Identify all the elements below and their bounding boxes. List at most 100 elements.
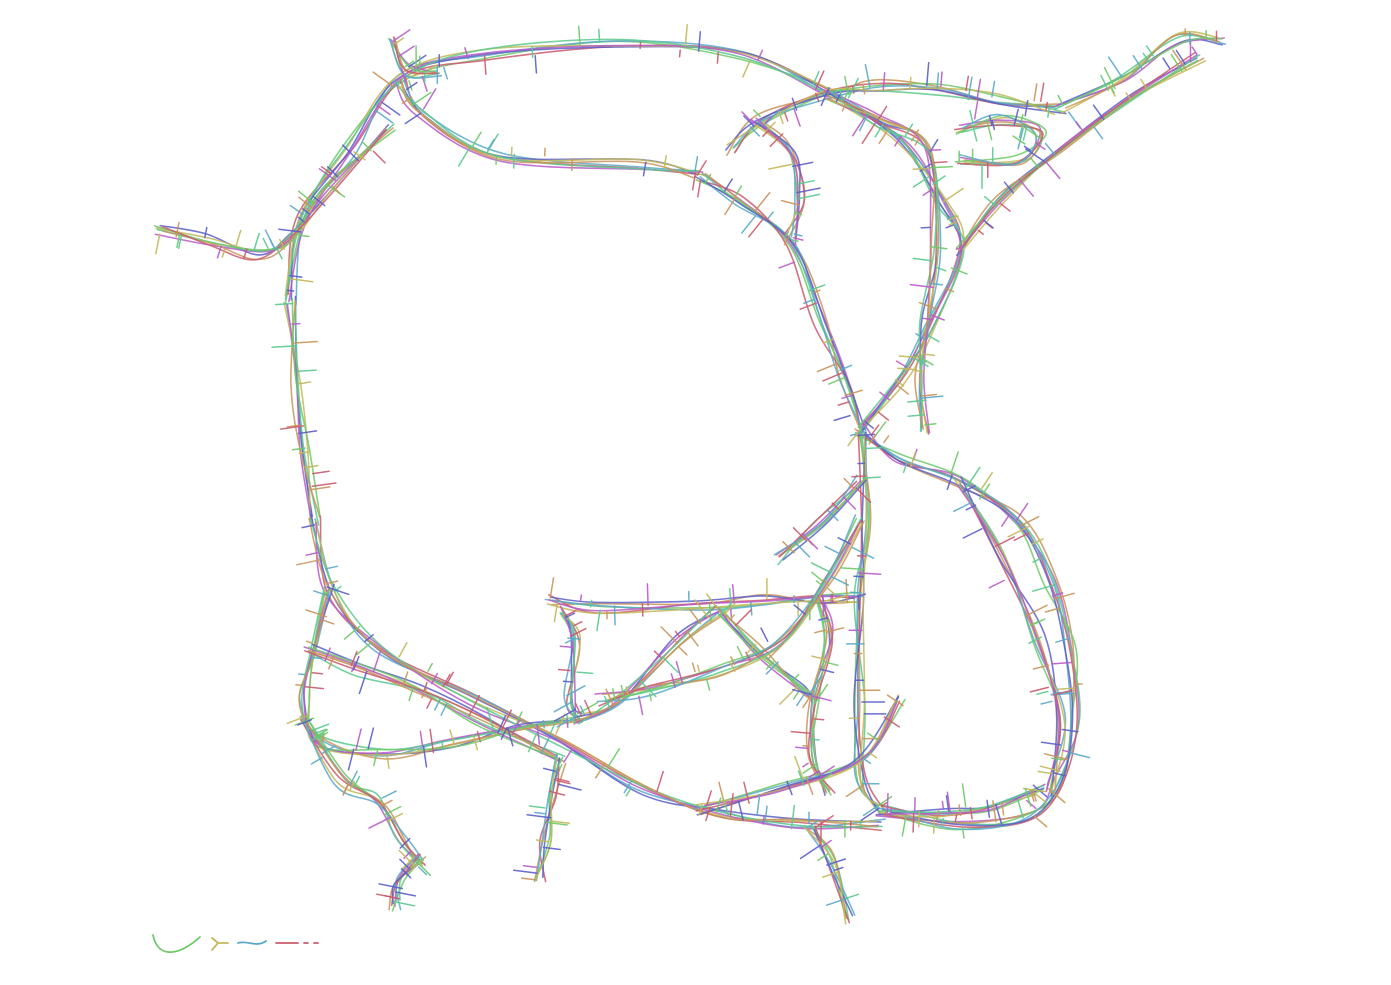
edge-whisker [1024,604,1048,617]
edge-whisker [567,637,581,640]
edge-whisker [1012,135,1026,145]
edge-whisker [1191,46,1198,56]
edge-whisker [864,63,871,88]
edge-whisker [318,168,337,182]
edge-whisker [1037,770,1053,775]
edge-whisker [678,49,681,58]
edge-whisker [936,809,940,821]
edge-strand [284,38,836,301]
edge-whisker [542,846,561,851]
edge-strand [389,38,443,79]
edge-whisker [1055,637,1071,643]
edge-whisker [883,435,890,444]
edge-whisker [1125,92,1132,101]
edge-whisker [941,817,944,827]
edge-whisker [310,757,323,765]
edge-whisker [706,790,712,806]
edge-whisker [799,302,818,310]
edge-whisker [486,133,499,154]
edge-whisker [1054,592,1075,600]
edge-whisker [556,715,577,728]
edge-whisker [737,800,744,821]
edge-whisker [694,599,710,619]
edge-strand [535,753,559,882]
edge-strand [596,514,857,703]
edge-whisker [946,474,953,491]
edge-whisker [820,668,835,674]
edge-whisker [869,752,878,759]
edge-whisker [730,662,736,673]
edge-whisker [743,115,755,127]
edge-whisker [828,376,846,385]
edge-strand [575,614,724,722]
edge-whisker [983,219,994,229]
edge-whisker [315,728,328,734]
edge-whisker [1142,52,1150,63]
edge-whisker [1031,538,1044,545]
edge-strand [1065,32,1220,109]
edge-whisker [691,172,697,191]
edge-whisker [705,806,711,822]
edge-whisker [920,226,931,229]
edge-whisker [1003,181,1014,194]
edge-whisker [962,485,976,493]
edge-whisker [953,501,974,513]
edge-whisker [1170,54,1183,72]
edge-whisker [1044,607,1061,613]
edge-whisker [936,72,940,89]
edge-whisker [399,858,411,870]
edge-whisker [656,770,664,793]
edge-whisker [367,727,375,750]
edge-whisker [813,718,825,721]
edge-whisker [724,801,730,817]
edge-whisker [919,395,944,400]
edge-whisker [1093,126,1104,140]
edge-strand [755,117,799,246]
edge-strand [400,78,696,179]
edge-whisker [762,129,770,137]
edge-whisker [1052,689,1073,696]
edge-whisker [553,779,571,785]
edge-whisker [674,630,681,638]
edge-whisker [817,853,829,862]
edge-whisker [663,154,667,169]
edge-whisker [372,650,382,673]
edge-whisker [946,215,956,220]
edge-strand [953,478,1066,794]
edge-whisker [861,476,881,479]
edge-strand [286,304,313,526]
edge-whisker [961,783,967,808]
edge-whisker [1025,799,1037,810]
edge-whisker [986,119,993,141]
edge-whisker [368,816,391,829]
edge-whisker [464,47,469,60]
edge-whisker [386,756,390,770]
edge-whisker [853,575,865,578]
edge-whisker [1043,753,1069,761]
edge-whisker [670,673,676,689]
edge-whisker [741,215,756,234]
edge-whisker [716,51,720,64]
edge-whisker [913,357,929,368]
edge-whisker [304,686,325,690]
edge-whisker [811,695,832,702]
edge-whisker [917,355,934,366]
edge-whisker [421,75,428,92]
edge-strand [854,433,1079,831]
edge-whisker [305,551,320,556]
edge-whisker [639,41,642,50]
edge-whisker [988,115,993,127]
edge-whisker [955,245,965,250]
edge-whisker [792,236,804,241]
edge-whisker [298,673,306,676]
edge-whisker [824,545,840,555]
edge-whisker [296,559,321,566]
edge-whisker [291,322,301,325]
edge-whisker [321,619,335,625]
edge-whisker [851,117,866,137]
edge-strand [319,515,882,832]
edge-strand [956,484,1061,792]
edge-whisker [845,893,860,900]
edge-whisker [875,105,888,123]
edge-whisker [1024,99,1029,117]
